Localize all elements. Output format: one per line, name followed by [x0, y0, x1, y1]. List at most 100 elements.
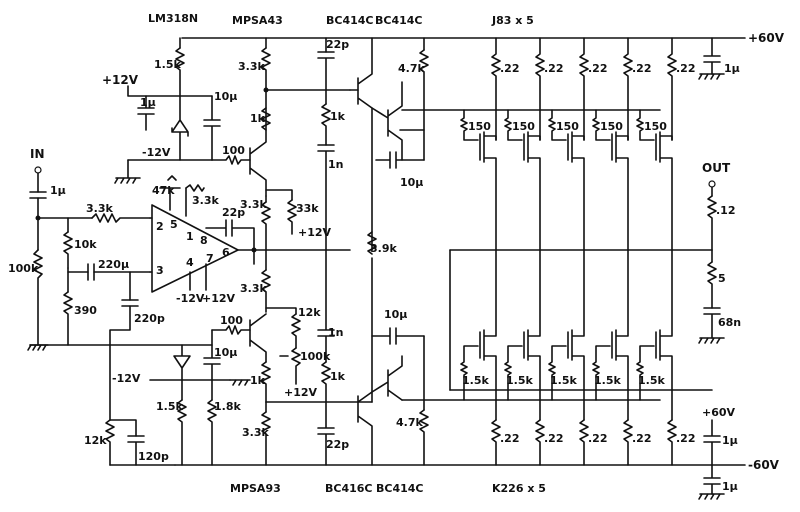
c-top-2-symbol — [203, 95, 221, 161]
pot-100k — [279, 347, 301, 385]
q5-transistor — [357, 391, 373, 466]
opamp-supply-plus: +12V — [202, 292, 236, 305]
minus12-b-label: -12V — [112, 372, 141, 385]
c-120p-symbol — [127, 435, 145, 466]
r-1k-mid-resistor — [321, 103, 331, 146]
output-stage: .221501.5k.22.221501.5k.22.221501.5k.22.… — [460, 37, 696, 466]
r-12k-a-resistor — [291, 313, 301, 349]
r-1k-a-resistor — [261, 107, 271, 131]
q6-part-label: BC414C — [376, 482, 424, 495]
c-1n-bot-label: 1n — [328, 326, 344, 339]
out-lower-part-label: K226 x 5 — [492, 482, 546, 495]
src-r-top-5-resistor — [667, 37, 677, 141]
opamp-pin6: 6 — [222, 246, 230, 259]
gate-r-top-3-label: 150 — [556, 120, 579, 133]
r-1k-low-resistor — [261, 361, 271, 403]
src-r-bot-2-resistor — [535, 419, 545, 466]
q3-transistor — [371, 81, 403, 161]
opamp-pin1: 1 — [186, 230, 194, 243]
input-cap-symbol — [29, 191, 47, 199]
r-1k-bot-resistor — [321, 361, 331, 403]
r-47k-bot-label: 4.7k — [396, 416, 423, 429]
c-10u-low-symbol — [203, 344, 221, 381]
r-gnd-resistor — [33, 249, 43, 346]
opamp-pin7: 7 — [206, 252, 214, 265]
r-1k-mid-label: 1k — [330, 110, 346, 123]
q6-transistor — [371, 355, 403, 401]
gate-r-bot-2-resistor — [504, 345, 523, 401]
mosfet-top-5 — [655, 131, 673, 251]
c-22p-top-symbol — [317, 51, 335, 91]
src-r-bot-3-label: .22 — [588, 432, 608, 445]
src-r-top-1-resistor — [491, 37, 501, 141]
q1-part-label: MPSA43 — [232, 14, 283, 27]
out-upper-part-label: J83 x 5 — [491, 14, 534, 27]
plus12-label: +12V — [102, 73, 139, 87]
mosfet-top-2 — [523, 131, 541, 251]
r-33k-low-b-resistor — [261, 411, 271, 466]
r-33k-b-label: 3.3k — [240, 198, 267, 211]
c-rail-bot2-symbol — [703, 464, 721, 495]
c-rail-top-label: 1μ — [724, 62, 740, 75]
opamp-supply-minus: -12V — [176, 292, 205, 305]
r-15k-low-resistor — [177, 399, 187, 466]
ground-4 — [698, 337, 725, 344]
c-22p-bot-symbol — [317, 401, 335, 466]
c-top-1-label: 1μ — [140, 96, 156, 109]
gate-r-top-2-resistor — [504, 109, 523, 141]
gate-r-top-2-label: 150 — [512, 120, 535, 133]
c-zobel-symbol — [703, 307, 721, 339]
rail-small-plus-label: +60V — [702, 406, 736, 419]
r-top-1-resistor — [175, 47, 185, 97]
mosfet-top-1 — [479, 131, 497, 251]
gate-r-bot-1-label: 1.5k — [462, 374, 489, 387]
gate-r-bot-5-label: 1.5k — [638, 374, 665, 387]
c-1n-top-symbol — [317, 144, 335, 251]
c-1n-bot-symbol — [317, 249, 335, 363]
r-33k-c-resistor — [287, 199, 297, 235]
c-zobel-label: 68n — [718, 316, 741, 329]
input-cap-label: 1μ — [50, 184, 66, 197]
c-10u-bot-label: 10μ — [384, 308, 407, 321]
c-top-2-label: 10μ — [214, 90, 237, 103]
gate-r-top-5-label: 150 — [644, 120, 667, 133]
q1-transistor — [249, 89, 267, 197]
src-r-top-5-label: .22 — [676, 62, 696, 75]
opamp-r-resistor — [185, 184, 205, 192]
r-47k-top-resistor — [401, 49, 429, 111]
gate-r-top-4-label: 150 — [600, 120, 623, 133]
opamp-pin8: 8 — [200, 234, 208, 247]
q3-part-label: BC414C — [375, 14, 423, 27]
mosfet-bot-4 — [611, 249, 629, 421]
opamp-pin3: 3 — [156, 264, 164, 277]
pot-100k-label: 100k — [300, 350, 331, 363]
r-fb-low-label: 390 — [74, 304, 97, 317]
c-1n-top-label: 1n — [328, 158, 344, 171]
mosfet-bot-2 — [523, 249, 541, 421]
r-33k-low-b-label: 3.3k — [242, 426, 269, 439]
r-33k-low-a-label: 3.3k — [240, 282, 267, 295]
r-top-base-label: 100 — [222, 144, 245, 157]
gate-r-bot-2-label: 1.5k — [506, 374, 533, 387]
src-r-bot-1-label: .22 — [500, 432, 520, 445]
r-33k-a-label: 3.3k — [238, 60, 265, 73]
r-47k-bot-resistor — [419, 409, 429, 466]
mosfet-bot-1 — [479, 249, 497, 421]
r-1k-a-label: 1k — [250, 112, 266, 125]
r-zobel-resistor — [707, 261, 717, 309]
mosfet-bot-3 — [567, 249, 585, 421]
input-terminal — [34, 166, 42, 174]
zener-top — [171, 95, 189, 161]
input-node-wire — [37, 197, 93, 219]
src-r-bot-2-label: .22 — [544, 432, 564, 445]
src-r-top-1-label: .22 — [500, 62, 520, 75]
c-rail-bot1-label: 1μ — [722, 434, 738, 447]
c-comp-symbol — [121, 299, 139, 307]
r-33k-a-resistor — [261, 47, 271, 91]
src-r-bot-5-label: .22 — [676, 432, 696, 445]
r-top-base-resistor — [211, 155, 251, 165]
opamp-pin4: 4 — [186, 256, 194, 269]
c-fb-label: 220μ — [98, 258, 129, 271]
r-in-label: 3.3k — [86, 202, 113, 215]
